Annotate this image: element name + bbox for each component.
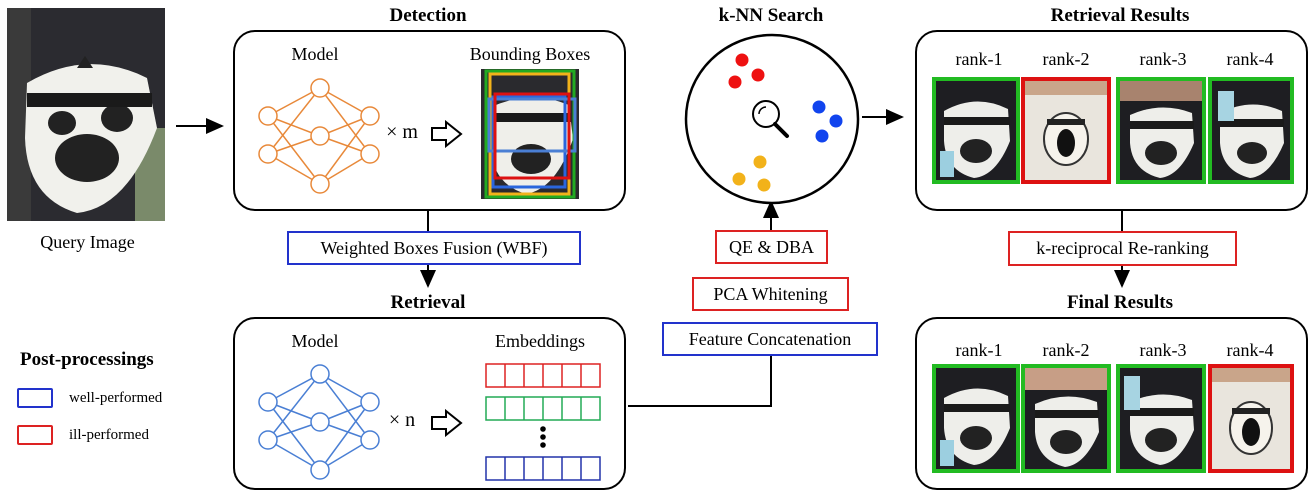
retrieval-results-title: Retrieval Results xyxy=(1050,5,1190,26)
fr-rank-1-thumb xyxy=(932,364,1020,473)
fr-rank-2-thumb xyxy=(1021,364,1111,473)
fr-rank-3-thumb xyxy=(1116,364,1206,473)
legend-label-ill: ill-performed xyxy=(69,426,149,443)
retrieval-multiplier: × n xyxy=(388,409,416,431)
detection-output-label: Bounding Boxes xyxy=(469,44,591,64)
rr-rank-4-thumb xyxy=(1208,77,1294,184)
hollow-arrow-icon xyxy=(431,409,463,437)
qe-dba-box: QE & DBA xyxy=(715,230,828,264)
magnifier-icon xyxy=(752,100,789,138)
pca-whitening-box: PCA Whitening xyxy=(692,277,849,311)
rr-rank-1-label: rank-1 xyxy=(955,49,1003,69)
fr-rank-3-label: rank-3 xyxy=(1139,340,1187,360)
knn-title: k-NN Search xyxy=(718,5,824,26)
fr-rank-4-label: rank-4 xyxy=(1226,340,1274,360)
fr-rank-4-thumb xyxy=(1208,364,1294,473)
detection-title: Detection xyxy=(389,5,467,26)
detection-model-label: Model xyxy=(291,44,339,64)
embeddings-icon xyxy=(485,363,601,481)
retrieval-output-label: Embeddings xyxy=(495,331,585,351)
legend-swatch-blue xyxy=(17,388,53,408)
query-image xyxy=(7,8,165,221)
knn-search-circle xyxy=(684,33,860,205)
legend-title: Post-processings xyxy=(20,349,154,370)
detection-network-icon xyxy=(258,78,380,194)
fr-rank-1-label: rank-1 xyxy=(955,340,1003,360)
query-caption: Query Image xyxy=(40,232,135,252)
bounding-boxes-image xyxy=(481,69,579,199)
final-results-title: Final Results xyxy=(1066,292,1174,313)
legend-item-ill: ill-performed xyxy=(17,425,149,445)
feature-concat-box: Feature Concatenation xyxy=(662,322,878,356)
rr-rank-1-thumb xyxy=(932,77,1020,184)
line-retrieval-to-post xyxy=(628,355,772,407)
legend-label-well: well-performed xyxy=(69,389,163,406)
rr-rank-3-thumb xyxy=(1116,77,1206,184)
legend-item-well: well-performed xyxy=(17,388,162,408)
rerank-box: k-reciprocal Re-ranking xyxy=(1008,231,1237,266)
rr-rank-2-label: rank-2 xyxy=(1042,49,1090,69)
rr-rank-2-thumb xyxy=(1021,77,1111,184)
retrieval-model-label: Model xyxy=(291,331,339,351)
wbf-box: Weighted Boxes Fusion (WBF) xyxy=(287,231,581,265)
hollow-arrow-icon xyxy=(431,120,463,148)
legend-swatch-red xyxy=(17,425,53,445)
retrieval-title: Retrieval xyxy=(390,292,466,313)
fr-rank-2-label: rank-2 xyxy=(1042,340,1090,360)
retrieval-network-icon xyxy=(258,364,380,480)
rr-rank-4-label: rank-4 xyxy=(1226,49,1274,69)
detection-multiplier: × m xyxy=(386,121,418,143)
rr-rank-3-label: rank-3 xyxy=(1139,49,1187,69)
